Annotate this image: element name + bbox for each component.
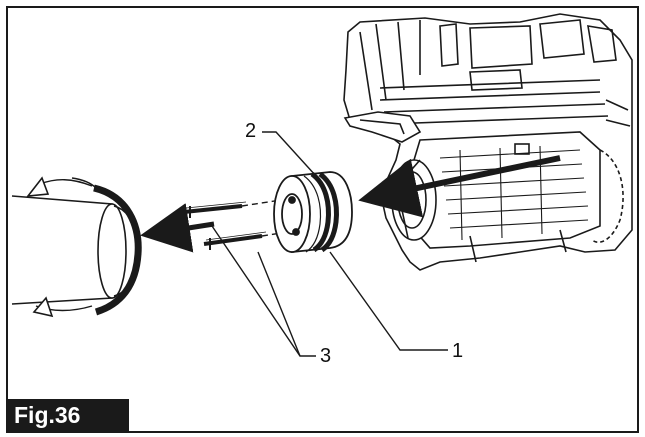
callout-part-1: 1 (452, 340, 464, 362)
machine-body (343, 13, 633, 271)
removal-arrow-machine (358, 155, 561, 218)
leader-1 (329, 251, 448, 351)
callout-part-2: 2 (245, 120, 257, 142)
screws (183, 197, 301, 250)
nozzle-part (273, 171, 353, 253)
removal-arrow-shaft (140, 203, 215, 253)
figure-label: Fig.36 (8, 399, 129, 432)
callout-part-3: 3 (320, 345, 332, 367)
leader-2 (262, 131, 317, 177)
figure-border (6, 6, 639, 433)
leader-lines (211, 131, 448, 357)
shaft-tube (11, 176, 142, 318)
leader-3b (257, 251, 301, 357)
